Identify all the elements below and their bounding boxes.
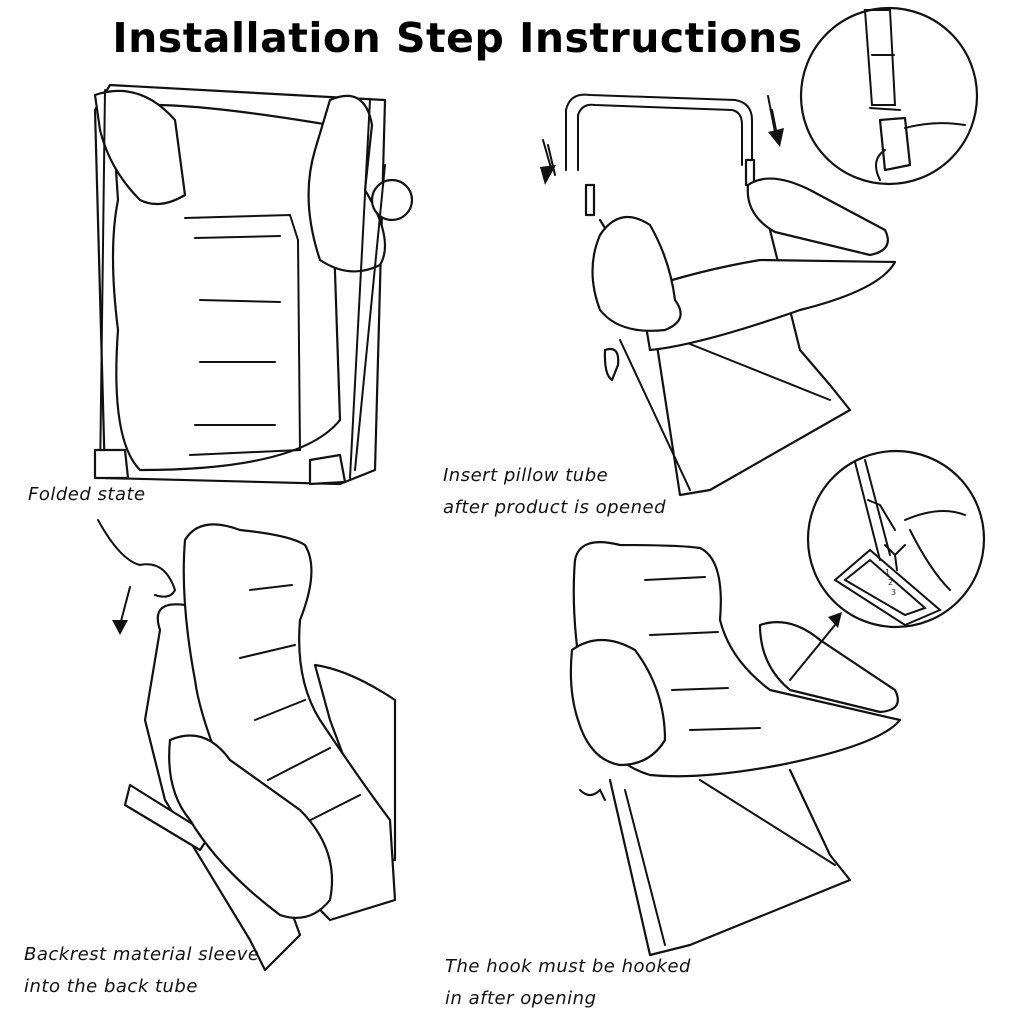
hook-position-1: 1 — [885, 568, 890, 577]
caption-line: Backrest material sleeve — [24, 944, 260, 965]
step-2-caption: Insert pillow tube after product is open… — [443, 460, 666, 524]
caption-line: The hook must be hooked — [445, 956, 691, 977]
step-3-caption: Backrest material sleeve into the back t… — [24, 939, 259, 1003]
hooked-chair-illustration — [569, 541, 902, 957]
caption-line: after product is opened — [443, 497, 666, 518]
detail-circle-pillow-tube — [799, 6, 979, 186]
backrest-sleeve-illustration — [97, 519, 397, 972]
caption-line: in after opening — [445, 988, 597, 1009]
open-chair-illustration — [540, 93, 897, 497]
detail-circle-hook — [806, 449, 986, 629]
caption-line: into the back tube — [24, 976, 198, 997]
hook-position-2: 2 — [888, 578, 893, 587]
folded-chair-illustration — [93, 83, 414, 486]
pillow-tube-detail — [863, 9, 966, 181]
step-1-caption: Folded state — [28, 479, 146, 511]
caption-line: Insert pillow tube — [443, 465, 609, 486]
step-4-caption: The hook must be hooked in after opening — [445, 951, 691, 1015]
caption-line: Folded state — [28, 484, 146, 505]
hook-position-3: 3 — [891, 588, 896, 597]
page-title: Installation Step Instructions — [112, 14, 803, 62]
hook-detail: 1 2 3 — [833, 459, 966, 627]
